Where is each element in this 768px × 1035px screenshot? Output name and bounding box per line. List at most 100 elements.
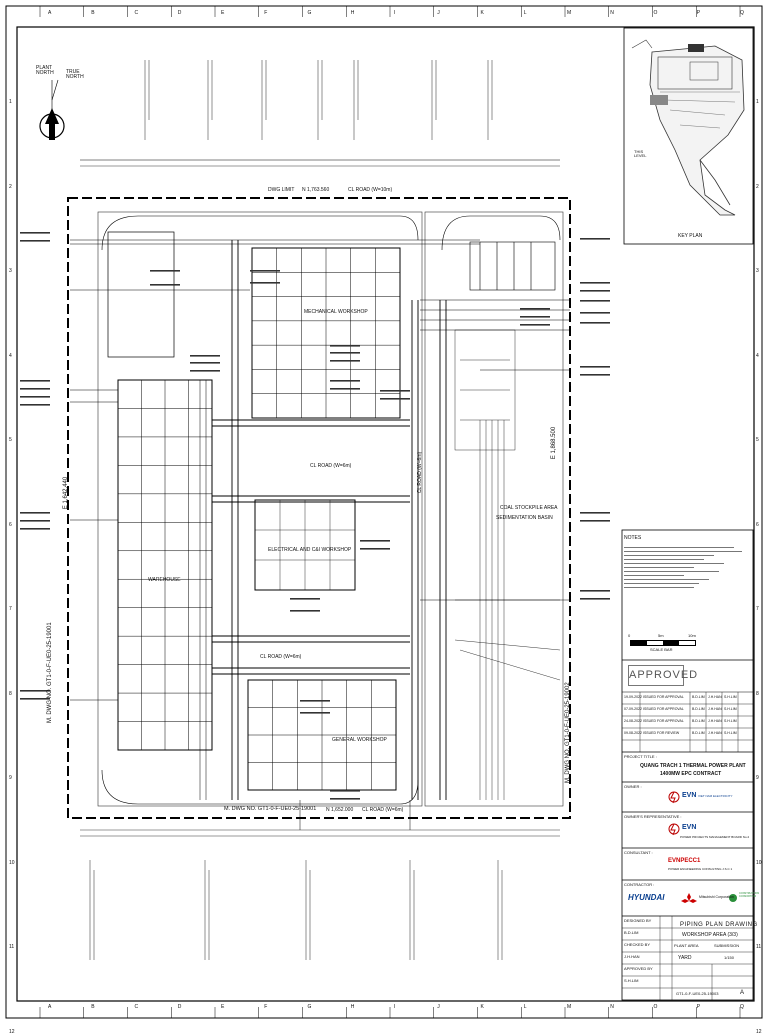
revision-app: S.H.LIM	[724, 707, 737, 711]
consultant-label: CONSULTANT :	[624, 850, 653, 855]
grid-column-D-top: D	[177, 10, 182, 16]
grid-column-H-top: H	[350, 10, 355, 16]
right-match-line-label: M. DWG NO. GT1-0-F-UE0-25-19002	[565, 682, 571, 783]
top-coordinate-label: N 1,763.560	[302, 187, 330, 193]
revision-desc: ISSUED FOR APPROVAL	[643, 719, 684, 723]
grid-column-A-bottom: A	[48, 1004, 52, 1010]
approved-by-name: S.H.LIM	[624, 978, 639, 983]
revision-drw: B.D.LIM	[692, 731, 705, 735]
title-block	[621, 529, 754, 1001]
key-plan-title: KEY PLAN	[678, 233, 703, 239]
revision-drw: B.D.LIM	[692, 695, 705, 699]
electrical-workshop-building	[254, 499, 356, 591]
owner-rep-name: EVN	[682, 824, 697, 831]
checked-by-name: J.H.HAN	[624, 954, 640, 959]
owner-name: EVN	[682, 792, 697, 799]
grid-column-J-top: J	[437, 10, 440, 16]
contractor-label: CONTRACTOR :	[624, 882, 655, 887]
revision-chk: J.H.HAN	[708, 731, 722, 735]
grid-column-E-bottom: E	[221, 1004, 225, 1010]
grid-column-A-top: A	[48, 10, 52, 16]
grid-row-3-left: 3	[9, 268, 12, 275]
revision-desc: ISSUED FOR APPROVAL	[643, 707, 684, 711]
right-coordinate-label: E 1,868.500	[551, 426, 558, 460]
revision-drw: B.D.LIM	[692, 707, 705, 711]
grid-column-N-bottom: N	[610, 1004, 614, 1010]
owner-sub: VIET NAM ELECTRICITY	[698, 794, 733, 798]
grid-row-4-right: 4	[756, 352, 759, 359]
grid-row-2-right: 2	[756, 183, 759, 190]
general-workshop-building	[247, 679, 397, 791]
grid-column-Q-bottom: Q	[740, 1004, 744, 1010]
grid-row-9-right: 9	[756, 775, 759, 782]
grid-row-7-right: 7	[756, 606, 759, 613]
key-plan-marker: THIS LEVEL	[634, 149, 647, 158]
plant-area-label: PLANT AREA	[674, 943, 699, 948]
bottom-road-label: CL ROAD (W=6m)	[362, 807, 404, 813]
grid-row-11-right: 11	[756, 944, 762, 951]
evn-logo-icon	[668, 791, 680, 836]
scale-bar-label: SCALE BAR	[650, 647, 673, 652]
revision-date: 09-08-2022	[624, 731, 642, 735]
general-workshop-label: GENERAL WORKSHOP	[332, 737, 387, 743]
designed-by-label: DESIGNED BY	[624, 918, 652, 923]
contractor-consortium: CONSTRUCTION CONSORTIUM	[739, 892, 760, 898]
grid-column-J-bottom: J	[437, 1004, 440, 1010]
drawing-title-1: PIPING PLAN DRAWING	[680, 922, 758, 928]
bottom-match-line-label: M. DWG NO. GT1-0-F-UE0-25-19001	[224, 806, 317, 812]
grid-row-11-left: 11	[9, 944, 15, 951]
grid-column-B-bottom: B	[91, 1004, 95, 1010]
grid-row-1-left: 1	[9, 99, 12, 105]
consortium-logo-icon	[729, 894, 737, 902]
grid-column-G-top: G	[307, 10, 312, 16]
scale-value: 1/150	[724, 955, 735, 960]
warehouse-label: WAREHOUSE	[148, 577, 181, 583]
grid-row-7-left: 7	[9, 606, 12, 613]
grid-row-2-left: 2	[9, 183, 12, 190]
left-coordinate-label: E 1,642.440	[63, 476, 70, 510]
grid-row-12-left: 12	[9, 1029, 15, 1035]
designed-by-name: B.D.LIM	[624, 930, 639, 935]
coal-stockpile-label: COAL STOCKPILE AREA	[500, 505, 558, 511]
warehouse-building	[117, 379, 213, 751]
revision-drw: B.D.LIM	[692, 719, 705, 723]
true-north-label: TRUE NORTH	[66, 69, 84, 80]
revision-date: 24-08-2022	[624, 719, 642, 723]
contractor-hyundai: HYUNDAI	[628, 893, 665, 902]
grid-column-P-top: P	[696, 10, 701, 16]
grid-column-I-top: I	[394, 10, 396, 16]
grid-column-G-bottom: G	[307, 1004, 312, 1010]
grid-row-6-left: 6	[9, 521, 12, 528]
revision-date: 07-09-2022	[624, 707, 642, 711]
top-road-label: CL ROAD (W=10m)	[348, 187, 393, 193]
grid-column-B-top: B	[91, 10, 95, 16]
grid-column-C-bottom: C	[134, 1004, 139, 1010]
grid-column-O-bottom: O	[653, 1004, 658, 1010]
approved-stamp: APPROVED	[628, 665, 697, 686]
notes-title: NOTES	[624, 535, 642, 541]
grid-column-P-bottom: P	[696, 1004, 701, 1010]
grid-row-6-right: 6	[756, 521, 759, 528]
revision-chk: J.H.HAN	[708, 695, 722, 699]
grid-row-1-right: 1	[756, 99, 759, 105]
grid-column-I-bottom: I	[394, 1004, 396, 1010]
drawing-number: GT1-0-F-UE0-25-19003	[676, 991, 719, 996]
road-label-vertical: CL ROAD (W=6m)	[417, 451, 424, 494]
grid-column-H-bottom: H	[350, 1004, 355, 1010]
grid-row-8-left: 8	[9, 690, 12, 697]
site-plan	[67, 159, 571, 837]
grid-column-F-bottom: F	[264, 1004, 268, 1010]
grid-column-E-top: E	[221, 10, 225, 16]
contractor-mitsubishi: Mitsubishi Corporation	[699, 895, 734, 899]
scale-mark-2: 10m	[688, 633, 696, 638]
revision-date: 19-09-2022	[624, 695, 642, 699]
grid-column-L-bottom: L	[523, 1004, 527, 1010]
grid-column-O-top: O	[653, 10, 658, 16]
grid-column-Q-top: Q	[740, 10, 744, 16]
revision-desc: ISSUED FOR REVIEW	[643, 731, 680, 735]
grid-row-8-right: 8	[756, 690, 759, 697]
project-contract: 1400MW EPC CONTRACT	[660, 771, 722, 777]
grid-row-5-left: 5	[9, 437, 12, 444]
grid-column-K-top: K	[480, 10, 484, 16]
